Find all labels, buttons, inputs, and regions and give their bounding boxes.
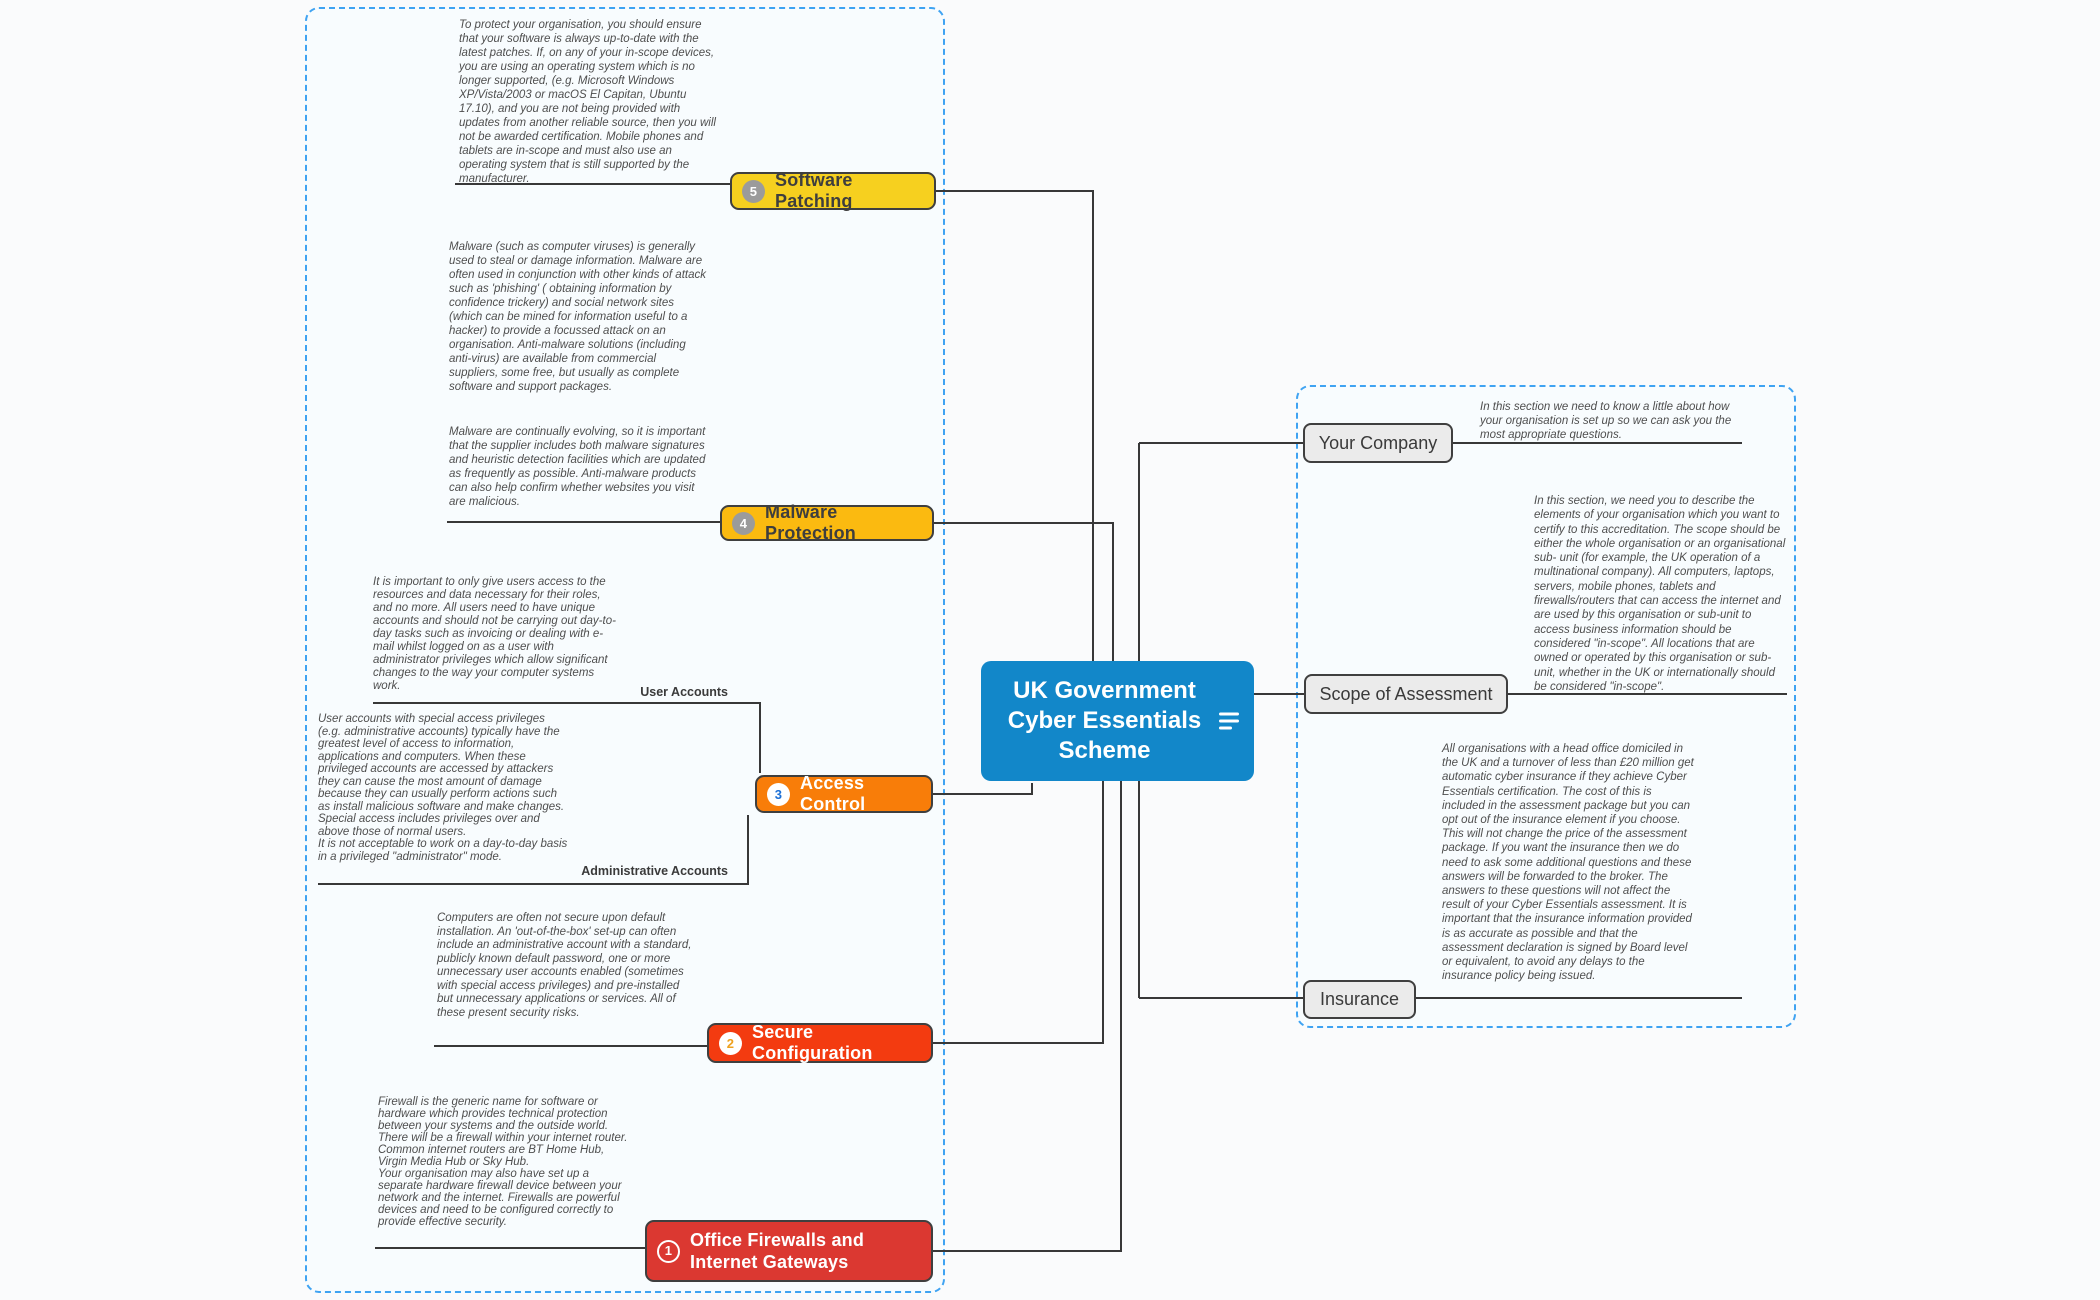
note-office-firewalls[interactable]: Firewall is the generic name for softwar…	[378, 1096, 628, 1228]
notes-icon[interactable]	[1219, 712, 1239, 730]
note-user-accounts[interactable]: It is important to only give users acces…	[373, 576, 616, 692]
topic-secure-configuration[interactable]: 2 Secure Configuration	[707, 1022, 933, 1063]
left-boundary	[305, 7, 945, 1293]
topic-label: Your Company	[1318, 432, 1438, 453]
note-insurance[interactable]: All organisations with a head office dom…	[1442, 743, 1694, 983]
topic-software-patching[interactable]: 5 Software Patching	[730, 170, 936, 211]
note-administrative-accounts[interactable]: User accounts with special access privil…	[318, 713, 568, 863]
topic-office-firewalls[interactable]: 1 Office Firewalls and Internet Gateways	[645, 1220, 933, 1282]
topic-label: Scope of Assessment	[1319, 683, 1493, 704]
badge-5: 5	[742, 179, 765, 203]
badge-2: 2	[719, 1031, 742, 1055]
note-your-company[interactable]: In this section we need to know a little…	[1480, 401, 1732, 441]
topic-label: Office Firewalls and Internet Gateways	[690, 1230, 865, 1272]
note-secure-configuration[interactable]: Computers are often not secure upon defa…	[437, 912, 692, 1019]
topic-access-control[interactable]: 3 Access Control	[755, 773, 933, 814]
note-scope-of-assessment[interactable]: In this section, we need you to describe…	[1534, 495, 1786, 693]
topic-label: Insurance	[1319, 989, 1400, 1009]
topic-label: Malware Protection	[765, 502, 857, 543]
topic-scope-of-assessment[interactable]: Scope of Assessment	[1304, 674, 1508, 714]
note-malware-protection-1[interactable]: Malware (such as computer viruses) is ge…	[449, 241, 706, 393]
badge-3: 3	[767, 782, 790, 806]
topic-label: Software Patching	[775, 170, 853, 211]
central-topic-title: UK Government Cyber Essentials Scheme	[1007, 677, 1202, 764]
topic-label: Secure Configuration	[752, 1022, 873, 1063]
note-software-patching[interactable]: To protect your organisation, you should…	[459, 19, 716, 185]
badge-1: 1	[657, 1239, 680, 1263]
badge-4: 4	[732, 511, 755, 535]
topic-insurance[interactable]: Insurance	[1303, 980, 1416, 1019]
central-topic[interactable]: UK Government Cyber Essentials Scheme	[981, 661, 1254, 781]
topic-your-company[interactable]: Your Company	[1303, 423, 1453, 463]
topic-malware-protection[interactable]: 4 Malware Protection	[720, 502, 934, 543]
topic-label: Access Control	[800, 773, 866, 814]
label-user-accounts[interactable]: User Accounts	[640, 685, 728, 699]
note-malware-protection-2[interactable]: Malware are continually evolving, so it …	[449, 426, 706, 508]
label-administrative-accounts[interactable]: Administrative Accounts	[581, 864, 728, 878]
